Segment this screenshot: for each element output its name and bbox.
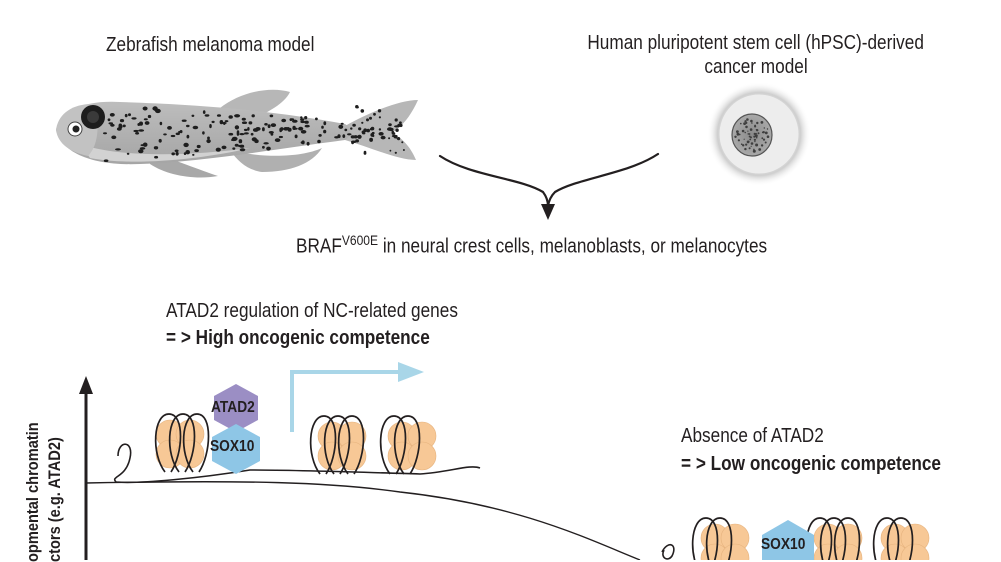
sox10-label-low: SOX10 [761,536,806,553]
atad2-hexagon [214,384,258,432]
zebrafish-illustration [56,89,418,178]
sox10-label-high: SOX10 [210,438,255,455]
braf-context: in neural crest cells, melanoblasts, or … [378,235,768,258]
high-competence-label: = > High oncogenic competence [166,327,430,349]
atad2-label: ATAD2 [211,399,255,416]
hpsc-model-title: Human pluripotent stem cell (hPSC)-deriv… [587,32,925,78]
landscape-curve [85,481,641,560]
convergence-arrows [438,152,660,208]
braf-gene: BRAF [296,235,342,258]
low-competence-label: = > Low oncogenic competence [681,453,941,475]
braf-convergence-label: BRAFV600E in neural crest cells, melanob… [296,232,844,259]
y-axis-label: opmental chromatin ctors (e.g. ATAD2) [23,422,64,562]
high-chromatin [113,362,481,484]
braf-mutation: V600E [341,232,379,248]
low-state-description: Absence of ATAD2 [681,425,824,447]
sox10-hexagon-high [212,424,260,474]
y-axis-arrowhead [79,376,93,394]
high-state-description: ATAD2 regulation of NC-related genes [166,300,458,322]
hpsc-cell-illustration [707,82,811,186]
low-chromatin [661,517,930,560]
sox10-hexagon-low [762,520,814,560]
zebrafish-model-title: Zebrafish melanoma model [106,34,315,56]
convergence-arrowhead [541,204,555,220]
